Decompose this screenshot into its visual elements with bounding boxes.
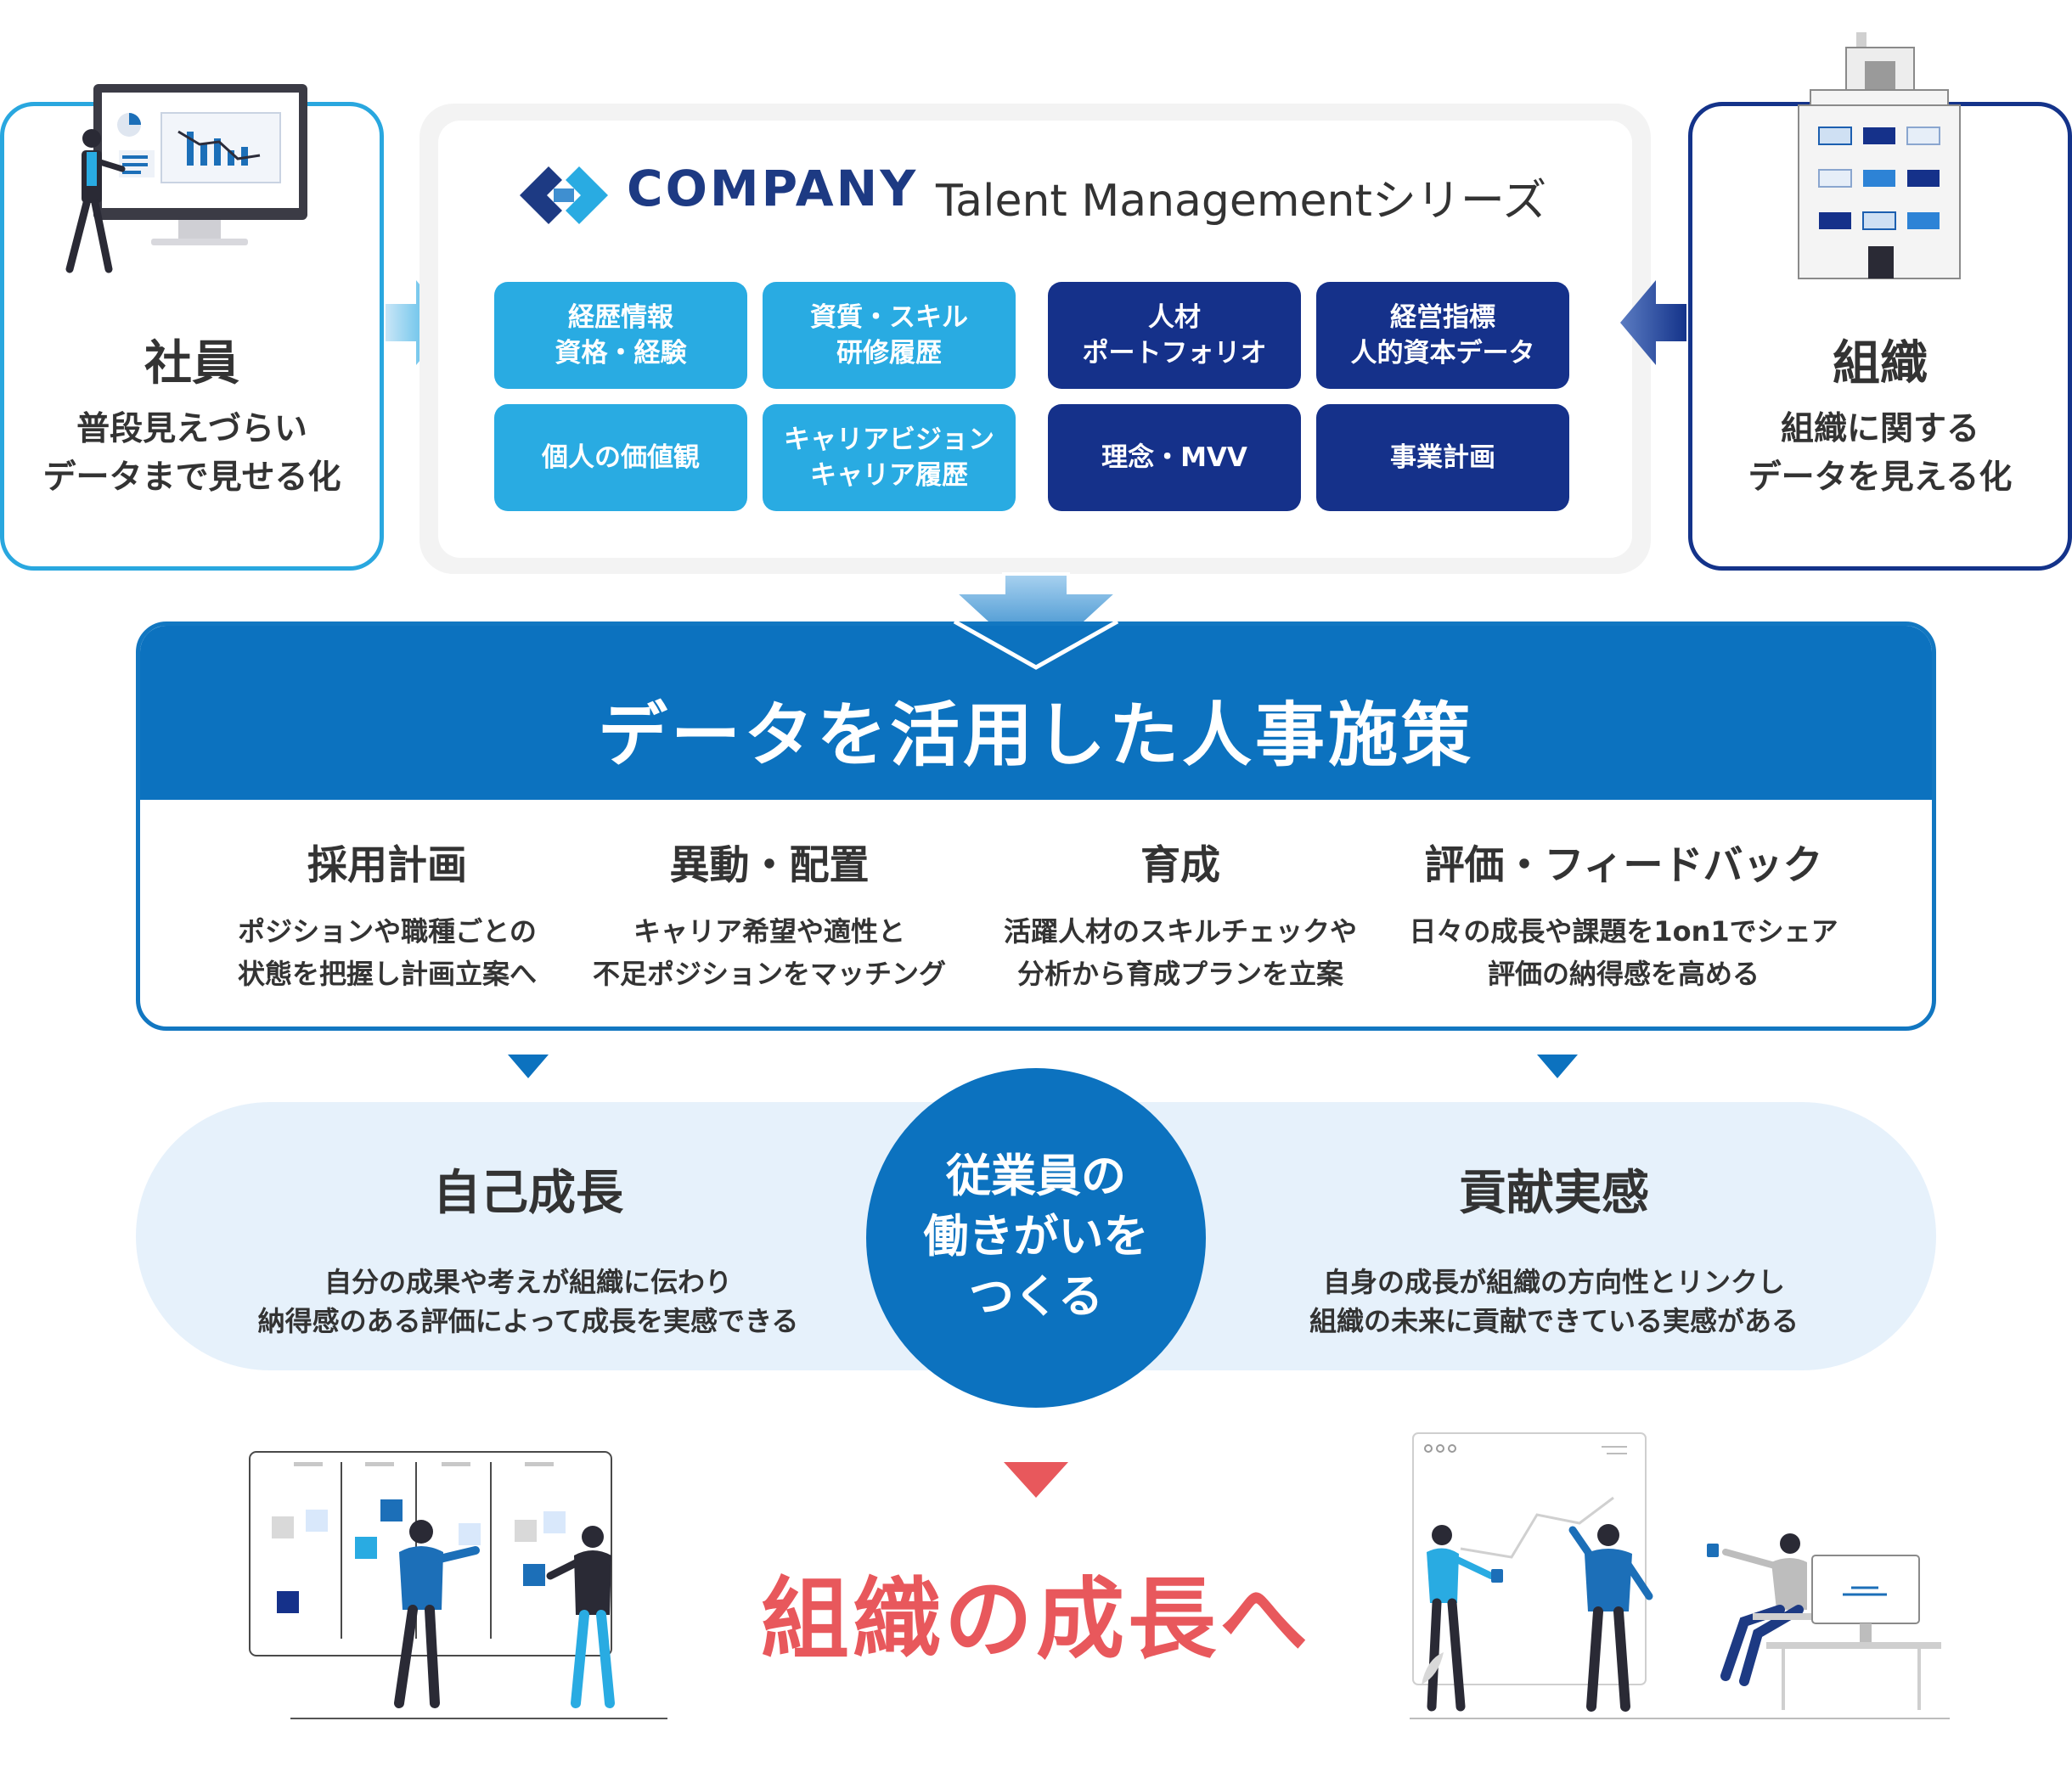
policy-evaluation: 評価・フィードバック 日々の成長や課題を1on1でシェア 評価の納得感を高める (1403, 832, 1844, 995)
team-kanban-illustration (249, 1451, 667, 1719)
engagement-circle-text: 従業員の 働きがいを つくる (923, 1150, 1149, 1323)
hr-policy-header: データを活用した人事施策 (140, 626, 1932, 800)
hr-policy-title: データを活用した人事施策 (597, 695, 1474, 776)
outcome-contribution-desc: 自身の成長が組織の方向性とリンクし 組織の未来に貢献できている実感がある (1309, 1266, 1799, 1337)
outcome-contribution: 貢献実感 自身の成長が組織の方向性とリンクし 組織の未来に貢献できている実感があ… (1248, 1155, 1860, 1341)
team-analysis-illustration (1410, 1432, 1950, 1719)
organization-title: 組織 (1833, 336, 1928, 391)
policy-transfer: 異動・配置 キャリア希望や適性と 不足ポジションをマッチング (549, 832, 990, 995)
arrow-down-red (1004, 1462, 1068, 1498)
policy-recruitment: 採用計画 ポジションや職種ごとの 状態を把握し計画立案へ (166, 832, 608, 995)
tile-personal-values: 個人の価値観 (494, 404, 747, 511)
employee-subtitle-line-1: 普段見えづらい (76, 410, 307, 448)
outcome-contribution-title: 貢献実感 (1459, 1166, 1649, 1221)
employee-presenter-illustration (65, 84, 307, 273)
company-logo-icon (520, 166, 608, 224)
policy-recruitment-title: 採用計画 (307, 842, 467, 889)
policy-development: 育成 活躍人材のスキルチェックや 分析から育成プランを立案 (960, 832, 1401, 995)
office-building-icon (1798, 32, 1961, 279)
policy-development-desc: 活躍人材のスキルチェックや 分析から育成プランを立案 (1003, 915, 1357, 990)
tile-aptitude-skill: 資質・スキル 研修履歴 (763, 282, 1016, 389)
outcome-self-growth-desc: 自分の成果や考えが組織に伝わり 納得感のある評価によって成長を実感できる (257, 1266, 799, 1337)
brand-series: Talent Managementシリーズ (936, 176, 1547, 227)
final-message: 組織の成長へ (760, 1567, 1311, 1671)
policy-development-title: 育成 (1140, 842, 1220, 889)
policy-transfer-title: 異動・配置 (669, 842, 870, 889)
arrow-employee-to-center (386, 280, 452, 365)
arrow-tip-overlay (953, 619, 1119, 670)
arrow-down-right-small (1537, 1055, 1578, 1078)
arrow-org-to-center (1620, 280, 1686, 365)
tile-talent-portfolio: 人材 ポートフォリオ (1048, 282, 1301, 389)
tile-management-kpi: 経営指標 人的資本データ (1316, 282, 1569, 389)
brand-name: COMPANY (627, 160, 919, 217)
policy-evaluation-title: 評価・フィードバック (1424, 842, 1823, 889)
employee-subtitle: 普段見えづらい データまで見せる化 (4, 405, 380, 502)
policy-recruitment-desc: ポジションや職種ごとの 状態を把握し計画立案へ (237, 915, 537, 990)
tile-business-plan: 事業計画 (1316, 404, 1569, 511)
organization-card: 組織 組織に関する データを見える化 (1688, 102, 2072, 571)
outcome-self-growth: 自己成長 自分の成果や考えが組織に伝わり 納得感のある評価によって成長を実感でき… (222, 1155, 834, 1341)
engagement-circle (866, 1068, 1206, 1408)
outcome-self-growth-title: 自己成長 (433, 1166, 623, 1221)
tile-career-vision: キャリアビジョン キャリア履歴 (763, 404, 1016, 511)
employee-subtitle-line-2: データまで見せる化 (42, 458, 341, 497)
hr-policy-box: データを活用した人事施策 (136, 622, 1936, 1031)
organization-subtitle-line-2: データを見える化 (1748, 458, 2013, 497)
tile-philosophy-mvv: 理念・MVV (1048, 404, 1301, 511)
tile-career-qualification: 経歴情報 資格・経験 (494, 282, 747, 389)
organization-subtitle: 組織に関する データを見える化 (1692, 405, 2068, 502)
arrow-down-left-small (508, 1055, 549, 1078)
policy-evaluation-desc: 日々の成長や課題を1on1でシェア 評価の納得感を高める (1409, 915, 1838, 990)
policy-transfer-desc: キャリア希望や適性と 不足ポジションをマッチング (592, 915, 946, 990)
employee-title: 社員 (144, 336, 239, 391)
organization-subtitle-line-1: 組織に関する (1780, 410, 1979, 448)
